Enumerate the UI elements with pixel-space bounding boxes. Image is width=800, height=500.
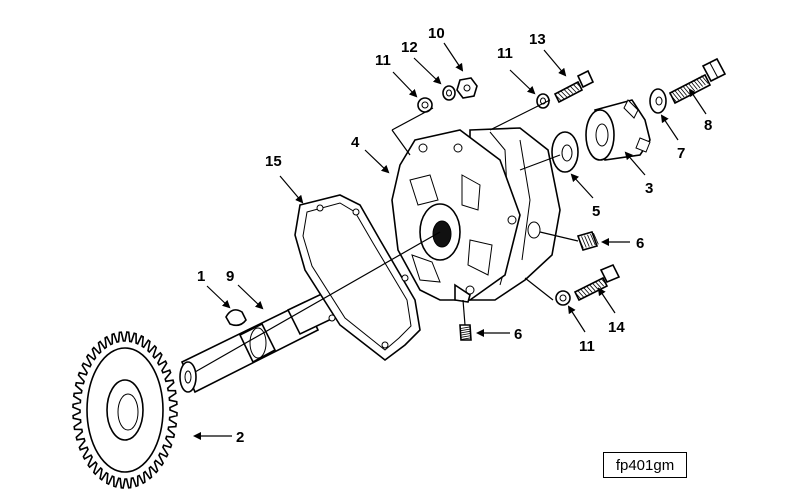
callout-9: 9 [226,268,264,310]
callout-6-bottom: 6 [476,326,522,343]
callout-10: 10 [428,25,464,72]
callout-11-top: 11 [375,52,418,98]
callout-3: 3 [624,151,653,197]
callout-7: 7 [660,114,685,162]
callout-11-mid: 11 [497,45,536,95]
svg-text:14: 14 [608,319,625,336]
washer-11-bottom-part [555,290,571,306]
callout-15: 15 [265,153,304,204]
callout-12: 12 [401,39,442,85]
coupling-part [585,99,651,161]
svg-text:13: 13 [529,31,546,48]
washer-part [551,131,579,173]
bolt-13-part [553,69,595,104]
callout-14: 14 [597,287,625,336]
gasket-part [294,194,421,362]
housing-part [391,127,561,303]
svg-text:12: 12 [401,39,418,56]
callout-6-right: 6 [601,235,644,252]
figure-id-label: fp401gm [603,452,687,478]
svg-text:10: 10 [428,25,445,42]
gear-part [72,331,178,489]
svg-text:1: 1 [197,268,205,285]
plug-6-right-part [576,231,599,251]
callout-1: 1 [197,268,231,309]
centerlines [194,99,579,373]
nut-10-part [456,77,478,99]
svg-text:15: 15 [265,153,282,170]
svg-text:3: 3 [645,180,653,197]
bolt-14-part [573,263,621,302]
shaft-part [179,288,344,394]
callout-2: 2 [193,429,244,446]
plug-6-bottom-part [459,324,472,341]
svg-text:9: 9 [226,268,234,285]
svg-text:2: 2 [236,429,244,446]
bolt-8-part [668,57,727,105]
washer-11-top-part [417,97,433,113]
svg-text:11: 11 [497,45,513,62]
svg-text:5: 5 [592,203,600,220]
callout-4: 4 [351,134,390,174]
callout-11-bottom: 11 [567,305,595,355]
callout-8: 8 [688,88,712,134]
svg-text:11: 11 [579,338,595,355]
washer-7-part [649,88,667,114]
svg-text:8: 8 [704,117,712,134]
callout-13: 13 [529,31,567,77]
svg-text:4: 4 [351,134,360,151]
svg-text:7: 7 [677,145,685,162]
woodruff-key-part [225,309,247,327]
svg-text:6: 6 [514,326,522,343]
svg-text:6: 6 [636,235,644,252]
svg-text:11: 11 [375,52,391,69]
callout-5: 5 [570,173,600,220]
lockwasher-12-part [442,85,456,101]
